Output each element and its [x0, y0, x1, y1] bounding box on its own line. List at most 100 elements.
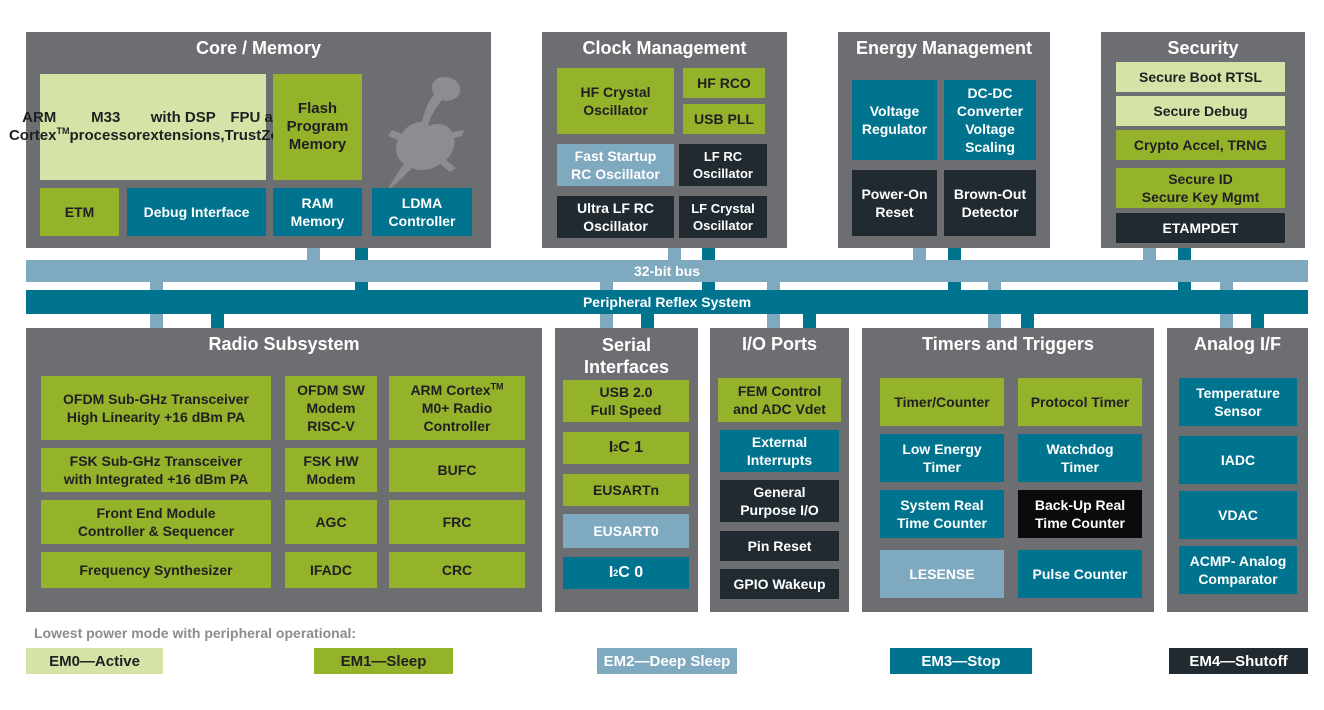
arm-m0-line2: M0+ Radio: [421, 400, 493, 416]
bus-connector: [1143, 244, 1156, 262]
legend-em0: EM0—Active: [26, 648, 163, 674]
watchdog-timer-block: Watchdog Timer: [1018, 434, 1142, 482]
bus-32bit-label: 32-bit bus: [633, 263, 701, 279]
legend-title: Lowest power mode with peripheral operat…: [34, 625, 357, 641]
hf-rco-block: HF RCO: [683, 68, 765, 98]
brown-out-detector-block: Brown-Out Detector: [944, 170, 1036, 236]
gpio-wakeup-block: GPIO Wakeup: [720, 569, 839, 599]
low-energy-timer-block: Low Energy Timer: [880, 434, 1004, 482]
secure-debug-block: Secure Debug: [1116, 96, 1285, 126]
lf-crystal-oscillator-block: LF Crystal Oscillator: [679, 196, 767, 238]
ram-memory-block: RAM Memory: [273, 188, 362, 236]
legend-em4: EM4—Shutoff: [1169, 648, 1308, 674]
external-interrupts-block: External Interrupts: [720, 430, 839, 472]
bus-connector: [307, 244, 320, 262]
clock-management-panel: Clock Management HF Crystal Oscillator H…: [542, 32, 787, 248]
security-panel: Security Secure Boot RTSL Secure Debug C…: [1101, 32, 1305, 248]
timer-counter-block: Timer/Counter: [880, 378, 1004, 426]
timers-triggers-panel: Timers and Triggers Timer/Counter Protoc…: [862, 328, 1154, 612]
analog-title: Analog I/F: [1194, 334, 1281, 354]
ldma-controller-block: LDMA Controller: [372, 188, 472, 236]
usb-block: USB 2.0 Full Speed: [563, 380, 689, 422]
trademark-sup: TM: [490, 381, 504, 392]
io-title: I/O Ports: [741, 334, 817, 354]
prs-label: Peripheral Reflex System: [582, 294, 752, 310]
ofdm-sw-modem-block: OFDM SW Modem RISC-V: [285, 376, 377, 440]
trademark-sup: TM: [56, 126, 70, 136]
energy-title: Energy Management: [855, 38, 1033, 58]
arm-line1b: M33 processor: [69, 109, 143, 144]
arm-m0-line1: ARM Cortex: [410, 382, 491, 398]
arm-line2: with DSP extensions,: [142, 109, 225, 144]
debug-interface-block: Debug Interface: [127, 188, 266, 236]
ifadc-block: IFADC: [285, 552, 377, 588]
frequency-synthesizer-block: Frequency Synthesizer: [41, 552, 271, 588]
fem-control-block: FEM Control and ADC Vdet: [718, 378, 841, 422]
secure-id-block: Secure ID Secure Key Mgmt: [1116, 168, 1285, 208]
lesense-block: LESENSE: [880, 550, 1004, 598]
bus-connector: [641, 310, 654, 330]
secure-boot-block: Secure Boot RTSL: [1116, 62, 1285, 92]
crypto-accel-block: Crypto Accel, TRNG: [1116, 130, 1285, 160]
timers-title: Timers and Triggers: [922, 334, 1094, 354]
fast-startup-rc-block: Fast Startup RC Oscillator: [557, 144, 674, 186]
bus-connector: [913, 244, 926, 262]
hf-crystal-oscillator-block: HF Crystal Oscillator: [557, 68, 674, 134]
energy-management-panel: Energy Management Voltage Regulator DC-D…: [838, 32, 1050, 248]
eusartn-block: EUSARTn: [563, 474, 689, 506]
core-memory-panel: Core / Memory ARM CortexTM M33 processor…: [9, 32, 491, 248]
analog-if-panel: Analog I/F Temperature Sensor IADC VDAC …: [1167, 328, 1308, 612]
i2c0-label-a: I: [608, 564, 614, 581]
acmp-block: ACMP- Analog Comparator: [1179, 546, 1297, 594]
temperature-sensor-block: Temperature Sensor: [1179, 378, 1297, 426]
legend-em2: EM2—Deep Sleep: [597, 648, 737, 674]
security-title: Security: [1167, 38, 1239, 58]
arm-cortex-m33-label: ARM CortexTM: [9, 109, 70, 145]
general-purpose-io-block: General Purpose I/O: [720, 480, 839, 522]
front-end-module-block: Front End Module Controller & Sequencer: [41, 500, 271, 544]
etampdet-block: ETAMPDET: [1116, 213, 1285, 243]
bus-connector: [211, 310, 224, 330]
dcdc-converter-block: DC-DC Converter Voltage Scaling: [944, 80, 1036, 160]
gecko-icon: [376, 72, 476, 202]
core-memory-title: Core / Memory: [195, 38, 322, 58]
vdac-block: VDAC: [1179, 491, 1297, 539]
legend-em1: EM1—Sleep: [314, 648, 453, 674]
crc-block: CRC: [389, 552, 525, 588]
radio-title: Radio Subsystem: [208, 334, 360, 354]
bus-32bit: 32-bit bus: [26, 260, 1308, 282]
i2c0-label-b: C 0: [618, 564, 644, 581]
bus-connector: [803, 310, 816, 330]
system-rtc-block: System Real Time Counter: [880, 490, 1004, 538]
legend-em3: EM3—Stop: [890, 648, 1032, 674]
clock-title: Clock Management: [582, 38, 747, 58]
pin-reset-block: Pin Reset: [720, 531, 839, 561]
radio-subsystem-panel: Radio Subsystem OFDM Sub-GHz Transceiver…: [26, 328, 542, 612]
lf-rc-oscillator-block: LF RC Oscillator: [679, 144, 767, 186]
ultra-lf-rc-block: Ultra LF RC Oscillator: [557, 196, 674, 238]
pulse-counter-block: Pulse Counter: [1018, 550, 1142, 598]
etm-block: ETM: [40, 188, 119, 236]
iadc-block: IADC: [1179, 436, 1297, 484]
voltage-regulator-block: Voltage Regulator: [852, 80, 937, 160]
fsk-hw-modem-block: FSK HW Modem: [285, 448, 377, 492]
arm-m0-line3: Controller: [423, 418, 491, 434]
flash-memory-block: Flash Program Memory: [273, 74, 362, 180]
peripheral-reflex-system: Peripheral Reflex System: [26, 290, 1308, 314]
io-ports-panel: I/O Ports FEM Control and ADC Vdet Exter…: [710, 328, 849, 612]
fsk-transceiver-block: FSK Sub-GHz Transceiver with Integrated …: [41, 448, 271, 492]
agc-block: AGC: [285, 500, 377, 544]
i2c1-label-a: I: [608, 439, 614, 456]
frc-block: FRC: [389, 500, 525, 544]
usb-pll-block: USB PLL: [683, 104, 765, 134]
ofdm-transceiver-block: OFDM Sub-GHz Transceiver High Linearity …: [41, 376, 271, 440]
i2c1-label-b: C 1: [618, 439, 644, 456]
eusart0-block: EUSART0: [563, 514, 689, 548]
serial-title: Serial Interfaces: [583, 335, 670, 377]
